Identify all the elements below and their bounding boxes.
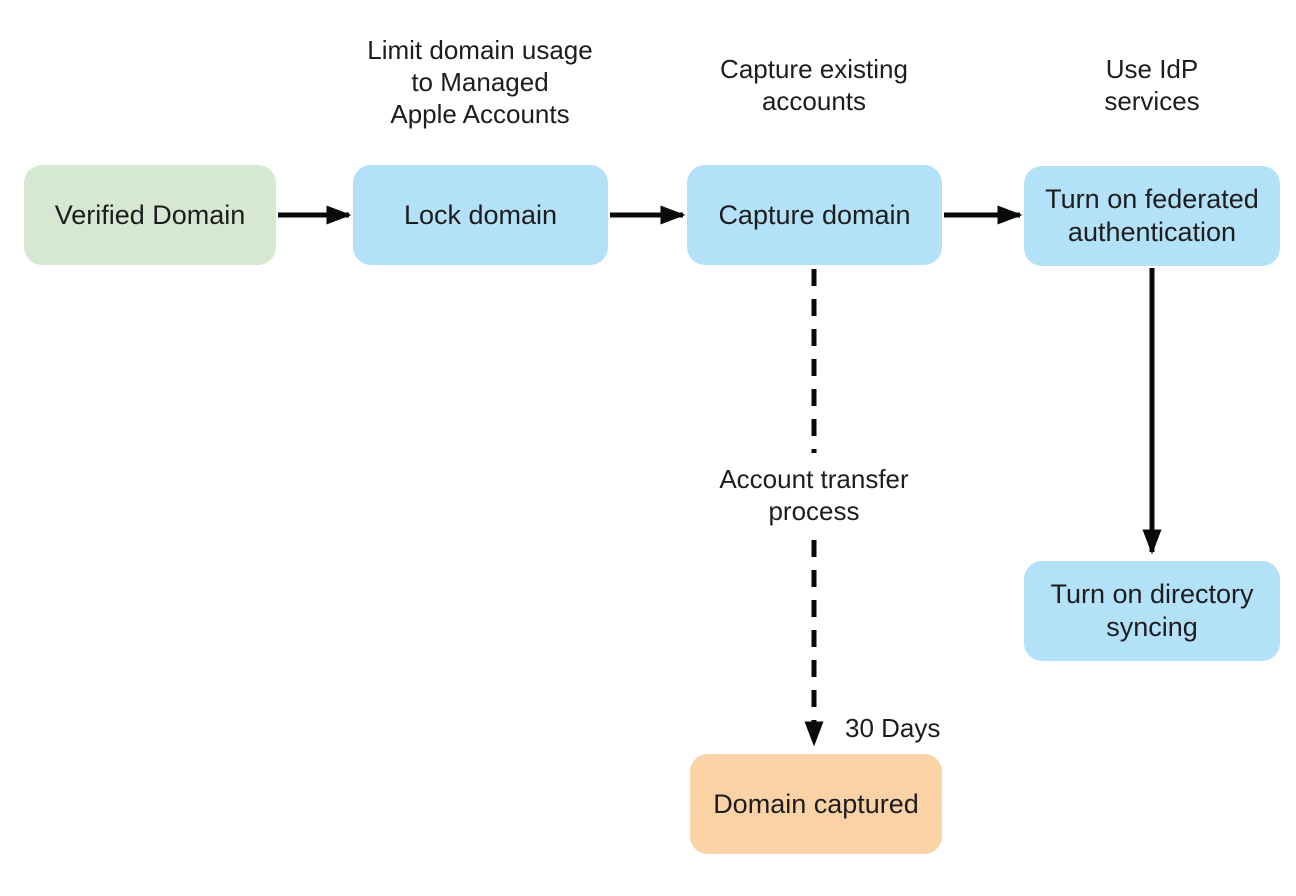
node-lock-domain-label: Lock domain	[403, 199, 558, 230]
annotation-capture-existing-accounts: Capture existing accounts	[720, 54, 908, 116]
edge-label-account-transfer-process: Account transfer process	[719, 464, 909, 526]
node-turn-on-federated-authentication: Turn on federated authentication	[1024, 166, 1280, 266]
node-turn-on-federated-authentication-label: Turn on federated authentication	[1045, 184, 1259, 247]
node-capture-domain: Capture domain	[687, 165, 942, 265]
node-capture-domain-label: Capture domain	[718, 199, 911, 230]
edge-duration-label: 30 Days	[845, 713, 941, 743]
annotation-use-idp-services: Use IdP services	[1104, 54, 1200, 116]
node-domain-captured: Domain captured	[690, 754, 942, 854]
node-verified-domain-label: Verified Domain	[54, 199, 246, 230]
node-lock-domain: Lock domain	[353, 165, 608, 265]
annotation-limit-domain-usage: Limit domain usage to Managed Apple Acco…	[367, 35, 593, 129]
node-turn-on-directory-syncing-label: Turn on directory syncing	[1050, 579, 1254, 642]
node-turn-on-directory-syncing: Turn on directory syncing	[1024, 561, 1280, 661]
node-domain-captured-label: Domain captured	[713, 788, 919, 819]
node-verified-domain: Verified Domain	[24, 165, 276, 265]
